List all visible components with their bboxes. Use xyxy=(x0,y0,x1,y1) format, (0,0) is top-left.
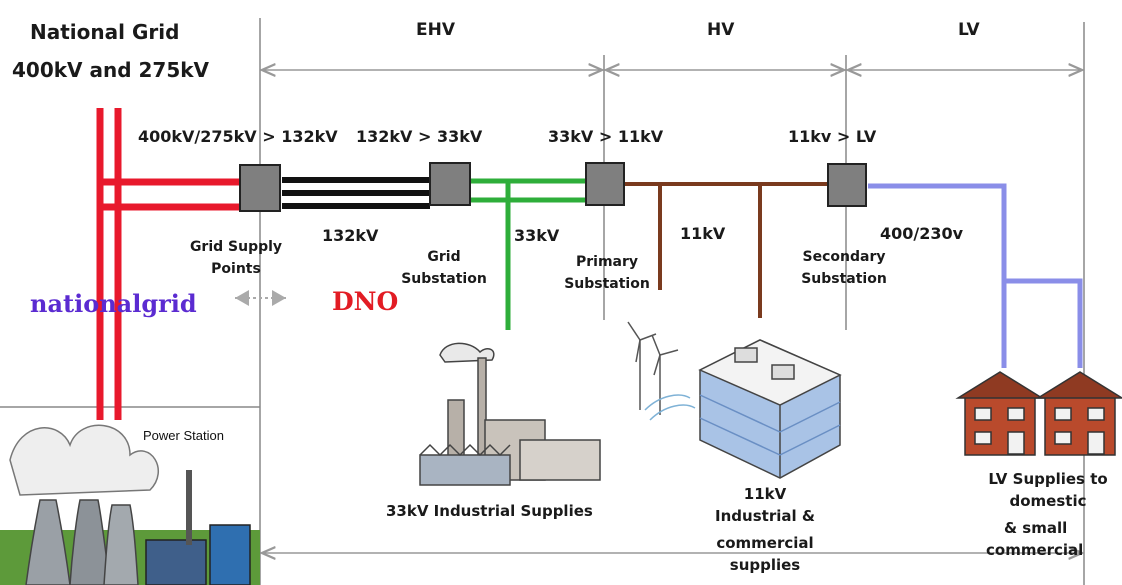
gsp-line-1: Grid Supply xyxy=(189,239,283,255)
transformers xyxy=(239,162,867,212)
grid-supply-points-label: Grid Supply Points xyxy=(186,236,286,280)
line-lv xyxy=(868,183,1083,368)
gsp-line-2: Points xyxy=(211,261,261,277)
transform-label-4: 11kv > LV xyxy=(788,127,877,146)
zone-hv-label: HV xyxy=(707,20,735,40)
secondary-substation-label: Secondary Substation xyxy=(789,246,899,290)
transform-label-1: 400kV/275kV > 132kV xyxy=(138,127,338,146)
voltage-400-230v-label: 400/230v xyxy=(880,224,964,243)
zone-arrows xyxy=(262,70,1082,553)
primary-sub-line-2: Substation xyxy=(564,276,650,292)
voltage-11kv-label: 11kV xyxy=(680,224,726,243)
ind11-line-3: commercial xyxy=(716,534,814,552)
voltage-132kv-label: 132kV xyxy=(322,226,379,245)
primary-substation-label: Primary Substation xyxy=(552,251,662,295)
wind-turbines-illustration xyxy=(627,321,696,421)
power-station-illustration xyxy=(0,424,260,585)
industrial-33kv-supplies-label: 33kV Industrial Supplies xyxy=(386,502,593,520)
ind11-line-4: supplies xyxy=(729,556,801,574)
industrial-11kv-supplies-label: 11kV Industrial & commercial supplies xyxy=(690,483,840,576)
lv-line-3: & small xyxy=(1004,519,1068,537)
line-11kv xyxy=(624,182,830,318)
national-grid-lines xyxy=(96,108,242,420)
secondary-sub-line-1: Secondary xyxy=(802,249,886,265)
lv-line-2: domestic xyxy=(1009,492,1087,510)
lv-line-1: LV Supplies to xyxy=(988,470,1108,488)
industrial-plant-illustration xyxy=(419,342,601,486)
dno-brand: DNO xyxy=(332,287,399,316)
power-station-label: Power Station xyxy=(143,428,224,443)
grid-sub-line-1: Grid xyxy=(427,249,461,265)
ind11-line-1: 11kV xyxy=(743,485,787,503)
grid-substation-label: Grid Substation xyxy=(394,246,494,290)
voltage-33kv-label: 33kV xyxy=(514,226,560,245)
zone-lv-label: LV xyxy=(958,20,980,40)
zone-ehv-label: EHV xyxy=(416,20,455,40)
ind11-line-2: Industrial & xyxy=(715,507,815,525)
lv-supplies-label: LV Supplies to domestic & small commerci… xyxy=(968,468,1122,561)
grid-sub-line-2: Substation xyxy=(401,271,487,287)
line-132kv xyxy=(282,177,430,209)
nationalgrid-brand: nationalgrid xyxy=(30,289,197,318)
transform-label-2: 132kV > 33kV xyxy=(356,127,483,146)
lv-line-4: commercial xyxy=(986,541,1084,559)
office-building-illustration xyxy=(698,339,842,479)
primary-sub-line-1: Primary xyxy=(575,254,639,270)
title-line-2: 400kV and 275kV xyxy=(12,58,210,82)
line-33kv xyxy=(470,178,586,330)
houses-illustration xyxy=(955,371,1122,456)
secondary-sub-line-2: Substation xyxy=(801,271,887,287)
title-line-1: National Grid xyxy=(30,20,180,44)
transform-label-3: 33kV > 11kV xyxy=(548,127,664,146)
